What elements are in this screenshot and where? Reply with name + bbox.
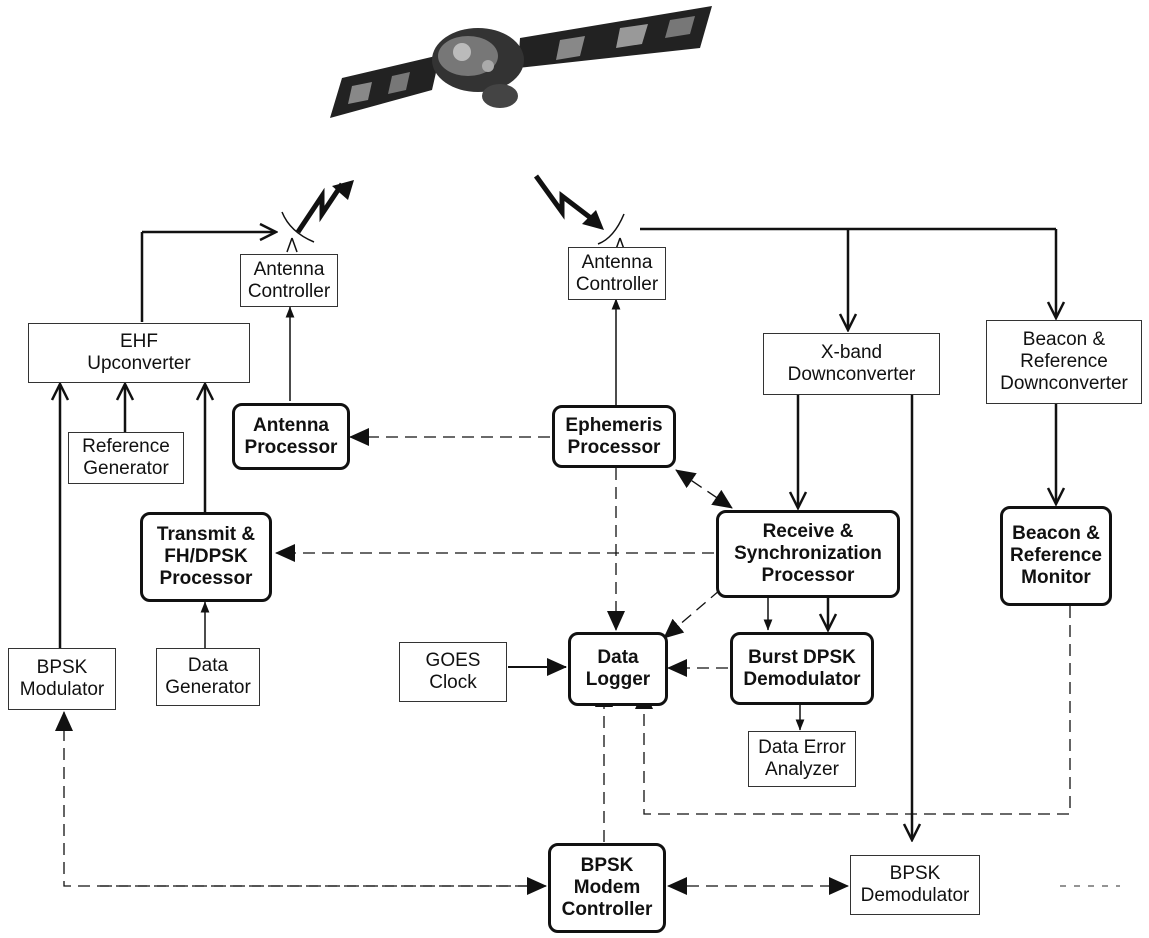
dashed-monitor-to-logger (635, 606, 1071, 815)
antenna-controller-rx-line2: Controller (575, 273, 659, 295)
beacon-monitor-box: Beacon & Reference Monitor (1000, 506, 1112, 606)
receive-sync-processor-box: Receive & Synchronization Processor (716, 510, 900, 598)
antenna-processor-box: Antenna Processor (232, 403, 350, 470)
bpsk-modulator-line2: Modulator (19, 679, 105, 700)
bpsk-modem-controller-box: BPSK Modem Controller (548, 843, 666, 933)
xband-downconverter-line1: X-band (820, 342, 883, 363)
transmit-processor-line1: Transmit & (156, 524, 256, 545)
dashed-receive-to-logger (663, 589, 721, 639)
beacon-downconverter-line1: Beacon & (1022, 329, 1106, 350)
antenna-controller-tx-line1: Antenna (253, 258, 325, 280)
data-error-analyzer-line1: Data Error (758, 737, 846, 758)
ephemeris-processor-line1: Ephemeris (565, 414, 663, 436)
downlink-bolt-head (582, 210, 604, 230)
data-error-analyzer-box: Data Error Analyzer (748, 731, 856, 787)
antenna-processor-line2: Processor (244, 436, 338, 458)
bpsk-demodulator-line1: BPSK (889, 863, 941, 884)
ephemeris-processor-box: Ephemeris Processor (552, 405, 676, 468)
burst-dpsk-demodulator-line2: Demodulator (743, 668, 861, 690)
antenna-controller-tx-line2: Controller (247, 280, 331, 302)
transmit-processor-line2: FH/DPSK (164, 546, 248, 567)
bpsk-modulator-box: BPSK Modulator (8, 648, 116, 710)
data-generator-line2: Generator (165, 677, 251, 698)
receive-sync-processor-line2: Synchronization (734, 543, 882, 564)
beacon-monitor-line2: Reference (1010, 545, 1102, 566)
beacon-downconverter-line3: Downconverter (1000, 373, 1128, 394)
receive-sync-processor-line1: Receive & (762, 521, 854, 542)
goes-clock-line1: GOES (425, 650, 481, 671)
data-generator-line1: Data (187, 655, 229, 676)
transmit-processor-line3: Processor (159, 568, 253, 589)
ephemeris-processor-line2: Processor (567, 436, 661, 458)
xband-downconverter-line2: Downconverter (787, 364, 916, 385)
antenna-controller-rx-line1: Antenna (581, 251, 653, 273)
reference-generator-box: Reference Generator (68, 432, 184, 484)
bpsk-demodulator-box: BPSK Demodulator (850, 855, 980, 915)
antenna-controller-tx-box: Antenna Controller (240, 254, 338, 307)
antenna-processor-line1: Antenna (253, 414, 329, 436)
ehf-upconverter-box: EHF Upconverter (28, 323, 250, 383)
bpsk-modem-controller-line3: Controller (561, 899, 653, 920)
transmit-processor-box: Transmit & FH/DPSK Processor (140, 512, 272, 602)
burst-dpsk-demodulator-box: Burst DPSK Demodulator (730, 632, 874, 705)
dashed-bpskctrl-to-bpskmod (55, 711, 546, 887)
beacon-downconverter-box: Beacon & Reference Downconverter (986, 320, 1142, 404)
dashed-ephem-receive (675, 469, 733, 509)
uplink-bolt (295, 182, 345, 234)
goes-clock-line2: Clock (429, 672, 477, 693)
tx-antenna-dish-icon (281, 211, 315, 253)
satellite-icon (330, 6, 712, 118)
bpsk-modem-controller-line1: BPSK (580, 855, 634, 876)
antenna-controller-rx-box: Antenna Controller (568, 247, 666, 300)
reference-generator-line1: Reference (82, 436, 170, 457)
receive-sync-processor-line3: Processor (761, 565, 855, 586)
downlink-bolt (533, 174, 598, 224)
data-generator-box: Data Generator (156, 648, 260, 706)
bpsk-demodulator-line2: Demodulator (860, 885, 970, 906)
bpsk-modulator-line1: BPSK (36, 657, 88, 678)
beacon-monitor-line3: Monitor (1021, 567, 1091, 588)
beacon-downconverter-line2: Reference (1020, 351, 1108, 372)
data-error-analyzer-line2: Analyzer (765, 759, 839, 780)
data-logger-box: Data Logger (568, 632, 668, 706)
xband-downconverter-box: X-band Downconverter (763, 333, 940, 395)
data-logger-line1: Data (597, 647, 639, 668)
beacon-monitor-line1: Beacon & (1012, 523, 1100, 544)
goes-clock-box: GOES Clock (399, 642, 507, 702)
uplink-bolt-head (332, 180, 354, 200)
ehf-upconverter-line2: Upconverter (87, 353, 191, 374)
reference-generator-line2: Generator (83, 458, 169, 479)
burst-dpsk-demodulator-line1: Burst DPSK (748, 646, 856, 668)
data-logger-line2: Logger (585, 669, 651, 690)
ehf-upconverter-line1: EHF (120, 331, 158, 352)
bpsk-modem-controller-line2: Modem (573, 877, 641, 898)
